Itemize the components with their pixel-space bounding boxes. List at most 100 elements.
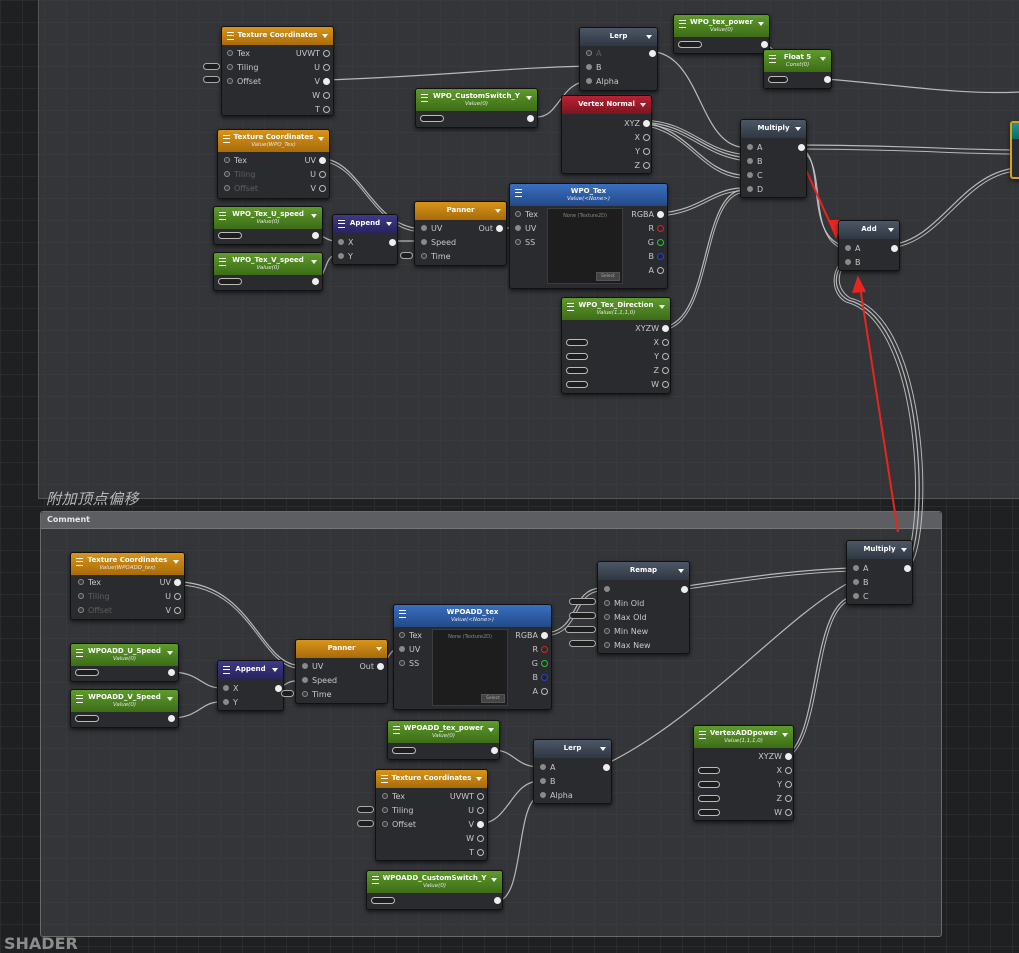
output-pin-u[interactable]: U — [310, 171, 326, 179]
dropdown-icon[interactable] — [488, 728, 494, 732]
menu-icon[interactable] — [76, 649, 83, 657]
lerp-node[interactable]: Lerp A B Alpha — [533, 739, 612, 804]
node-header[interactable]: Lerp — [534, 740, 611, 758]
output-pin-r[interactable]: R — [648, 225, 664, 233]
dropdown-icon[interactable] — [640, 103, 646, 107]
input-pin-max-new[interactable]: Max New — [604, 642, 651, 650]
output-pin-xyz[interactable]: XYZ — [624, 120, 650, 128]
dropdown-icon[interactable] — [646, 35, 652, 39]
node-header[interactable]: Texture Coordinates — [376, 770, 487, 788]
output-pin-w[interactable]: W — [774, 809, 792, 817]
texture-coordinates-node[interactable]: Texture Coordinates Tex Tiling Offset UV… — [375, 769, 488, 861]
node-header[interactable]: Multiply — [741, 120, 806, 138]
input-pin-tex[interactable]: Tex — [78, 579, 101, 587]
dropdown-icon[interactable] — [318, 137, 324, 141]
input-pin-uv[interactable]: UV — [302, 663, 323, 671]
menu-icon[interactable] — [223, 666, 230, 674]
output-pin-w[interactable]: W — [312, 92, 330, 100]
min-new-field[interactable] — [565, 626, 596, 633]
input-pin-tiling[interactable]: Tiling — [224, 171, 255, 179]
panner-node[interactable]: Panner UV Speed Time Out — [414, 201, 507, 266]
menu-icon[interactable] — [76, 695, 83, 703]
node-header[interactable]: Append — [333, 215, 397, 233]
input-pin-uv[interactable]: UV — [421, 225, 442, 233]
input-pin-min-old[interactable]: Min Old — [604, 600, 644, 608]
output-pin-y[interactable]: Y — [654, 353, 669, 361]
dropdown-icon[interactable] — [272, 668, 278, 672]
dropdown-icon[interactable] — [659, 305, 665, 309]
output-pin-out[interactable]: Out — [359, 663, 384, 671]
output-pin-g[interactable]: G — [532, 660, 548, 668]
time-field[interactable] — [400, 252, 413, 259]
input-pin-uv[interactable]: UV — [399, 646, 420, 654]
input-pin-y[interactable]: Y — [223, 699, 238, 707]
tiling-field[interactable] — [357, 806, 374, 813]
input-pin-b[interactable]: B — [586, 64, 602, 72]
offset-field[interactable] — [203, 76, 220, 83]
node-header[interactable]: Multiply — [847, 541, 912, 559]
multiply-node[interactable]: Multiply A B C — [846, 540, 913, 605]
dropdown-icon[interactable] — [322, 34, 328, 38]
output-pin-r[interactable]: R — [532, 646, 548, 654]
value-field-z[interactable] — [698, 795, 720, 802]
output-pin-u[interactable]: U — [314, 64, 330, 72]
output-pin-b[interactable]: B — [649, 253, 664, 261]
output-pin-b[interactable]: B — [533, 674, 548, 682]
output-pin-rgba[interactable]: RGBA — [515, 632, 548, 640]
texture-preview[interactable]: None (Texture2D)Select — [547, 208, 623, 284]
dropdown-icon[interactable] — [311, 260, 317, 264]
master-node-edge[interactable] — [1010, 121, 1019, 179]
append-node[interactable]: Append X Y — [332, 214, 398, 265]
select-texture-button[interactable]: Select — [596, 272, 620, 281]
input-pin-y[interactable]: Y — [338, 253, 353, 261]
value-field[interactable] — [218, 278, 242, 285]
dropdown-icon[interactable] — [820, 57, 826, 61]
input-pin-offset[interactable]: Offset — [224, 185, 258, 193]
menu-icon[interactable] — [421, 94, 428, 102]
dropdown-icon[interactable] — [167, 697, 173, 701]
input-pin-speed[interactable]: Speed — [302, 677, 337, 685]
input-pin-speed[interactable]: Speed — [421, 239, 456, 247]
value-field-x[interactable] — [566, 339, 588, 346]
input-pin-a[interactable]: A — [747, 144, 762, 152]
output-pin-t[interactable]: T — [469, 849, 484, 857]
input-pin-tex[interactable]: Tex — [515, 211, 538, 219]
input-pin-tex[interactable]: Tex — [399, 632, 422, 640]
input-pin-uv[interactable]: UV — [515, 225, 536, 233]
node-header[interactable] — [1012, 123, 1019, 139]
input-pin-max-old[interactable]: Max Old — [604, 614, 647, 622]
texture-preview[interactable]: None (Texture2D)Select — [432, 629, 508, 706]
dropdown-icon[interactable] — [167, 651, 173, 655]
input-pin-b[interactable]: B — [747, 158, 763, 166]
texture-coordinates-node[interactable]: Texture Coordinates Tex Tiling Offset UV… — [221, 26, 334, 116]
min-old-field[interactable] — [569, 598, 596, 605]
input-pin-tiling[interactable]: Tiling — [382, 807, 413, 815]
menu-icon[interactable] — [338, 220, 345, 228]
output-pin-a[interactable]: A — [533, 688, 548, 696]
menu-icon[interactable] — [372, 876, 379, 884]
value-field[interactable] — [678, 41, 702, 48]
output-pin-a[interactable]: A — [649, 267, 664, 275]
input-pin-a[interactable]: A — [540, 764, 555, 772]
time-field[interactable] — [281, 690, 294, 697]
value-field[interactable] — [218, 232, 242, 239]
tiling-field[interactable] — [203, 63, 220, 70]
menu-icon[interactable] — [227, 32, 234, 40]
output-pin-u[interactable]: U — [165, 593, 181, 601]
menu-icon[interactable] — [381, 775, 388, 783]
add-node[interactable]: Add A B — [838, 220, 900, 271]
node-header[interactable]: Panner — [296, 640, 387, 658]
